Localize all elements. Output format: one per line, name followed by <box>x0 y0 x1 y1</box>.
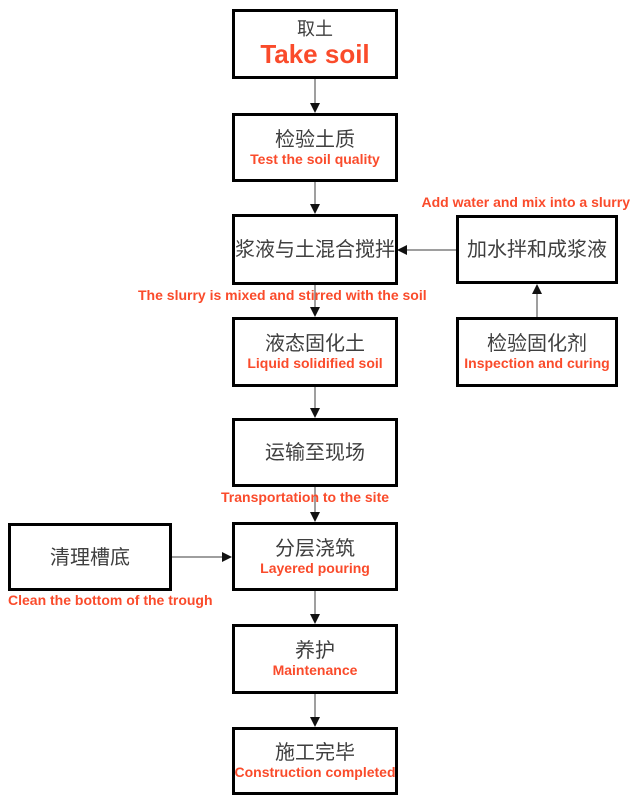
arrow-mix-to-liquid <box>310 285 320 317</box>
arrow-add-water-to-mix <box>397 245 456 255</box>
node-completed-zh-label: 施工完毕 <box>275 740 355 765</box>
node-completed: 施工完毕 Construction completed <box>232 727 398 795</box>
caption-clean-trough: Clean the bottom of the trough <box>8 592 213 608</box>
node-transport: 运输至现场 <box>232 418 398 487</box>
node-take-soil-en-label: Take soil <box>260 38 370 69</box>
arrow-take-soil-to-test-soil <box>310 79 320 113</box>
arrow-pouring-to-maintenance <box>310 591 320 624</box>
node-test-soil: 检验土质 Test the soil quality <box>232 113 398 182</box>
node-take-soil-zh-label: 取土 <box>297 19 333 40</box>
node-add-water: 加水拌和成浆液 <box>456 215 618 284</box>
node-add-water-zh-label: 加水拌和成浆液 <box>467 237 607 261</box>
node-layered-pouring-en-label: Layered pouring <box>260 559 370 576</box>
node-inspect-agent: 检验固化剂 Inspection and curing <box>456 317 618 387</box>
caption-transport: Transportation to the site <box>221 489 390 505</box>
node-test-soil-zh-label: 检验土质 <box>275 126 355 151</box>
node-mix-slurry-zh-label: 浆液与土混合搅拌 <box>235 237 395 261</box>
node-liquid-soil: 液态固化土 Liquid solidified soil <box>232 317 398 387</box>
node-transport-zh-label: 运输至现场 <box>265 440 365 464</box>
node-maintenance-en-label: Maintenance <box>272 662 358 679</box>
arrow-transport-to-pouring <box>310 487 320 522</box>
node-liquid-soil-zh-label: 液态固化土 <box>265 331 365 356</box>
node-completed-en-label: Construction completed <box>234 764 396 781</box>
node-liquid-soil-en-label: Liquid solidified soil <box>247 355 383 372</box>
node-inspect-agent-zh-label: 检验固化剂 <box>487 331 587 356</box>
node-maintenance: 养护 Maintenance <box>232 624 398 694</box>
arrow-inspect-to-add-water <box>532 284 542 317</box>
arrow-test-soil-to-mix <box>310 182 320 214</box>
node-inspect-agent-en-label: Inspection and curing <box>464 355 610 372</box>
node-mix-slurry: 浆液与土混合搅拌 <box>232 214 398 285</box>
arrow-clean-to-pouring <box>171 552 232 562</box>
caption-add-water: Add water and mix into a slurry <box>421 194 631 210</box>
node-layered-pouring: 分层浇筑 Layered pouring <box>232 522 398 591</box>
node-clean-trough: 清理槽底 <box>8 523 172 591</box>
node-test-soil-en-label: Test the soil quality <box>250 150 380 167</box>
arrow-liquid-to-transport <box>310 387 320 418</box>
node-layered-pouring-zh-label: 分层浇筑 <box>275 535 355 560</box>
node-maintenance-zh-label: 养护 <box>295 638 335 663</box>
node-take-soil: 取土 Take soil <box>232 9 398 79</box>
node-clean-trough-zh-label: 清理槽底 <box>50 544 130 569</box>
caption-mix-slurry: The slurry is mixed and stirred with the… <box>138 287 427 303</box>
arrow-maintenance-to-completed <box>310 694 320 727</box>
